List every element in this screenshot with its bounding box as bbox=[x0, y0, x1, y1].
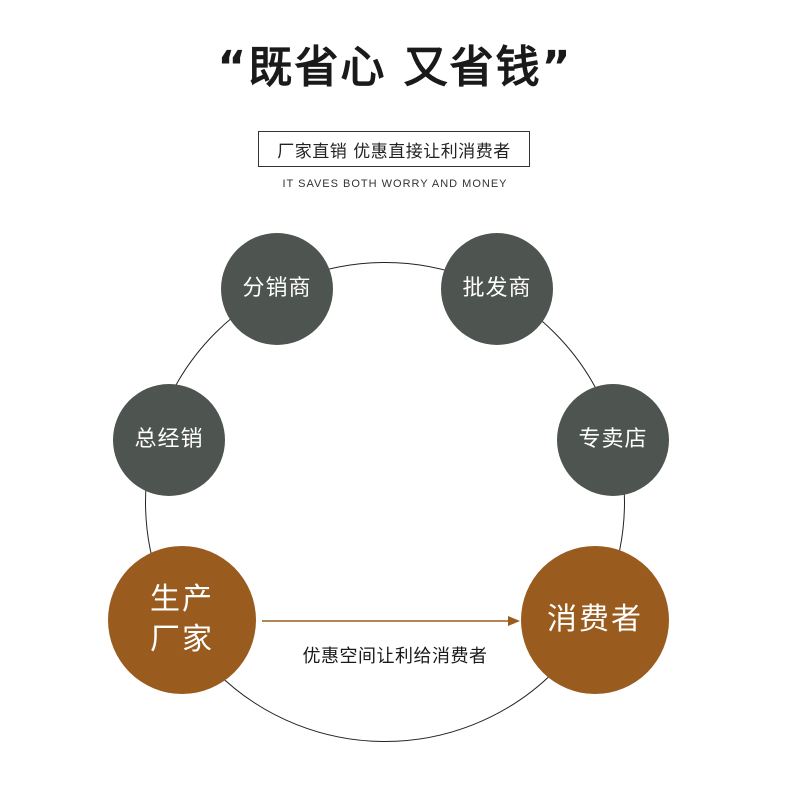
subtitle-text: 厂家直销 优惠直接让利消费者 bbox=[277, 141, 511, 162]
node-distributor-label: 分销商 bbox=[242, 276, 312, 302]
distribution-ring bbox=[145, 262, 625, 742]
headline-title: “既省心 又省钱” bbox=[217, 42, 573, 93]
node-specialty-store-label: 专卖店 bbox=[578, 427, 648, 453]
node-consumer: 消费者 bbox=[521, 546, 669, 694]
subtitle-box: 厂家直销 优惠直接让利消费者 bbox=[258, 131, 530, 167]
node-distributor: 分销商 bbox=[221, 233, 333, 345]
node-general-agent: 总经销 bbox=[113, 384, 225, 496]
english-tagline: IT SAVES BOTH WORRY AND MONEY bbox=[282, 178, 508, 190]
node-wholesaler-label: 批发商 bbox=[462, 276, 532, 302]
node-consumer-label: 消费者 bbox=[547, 601, 643, 637]
arrow-label: 优惠空间让利给消费者 bbox=[302, 646, 488, 667]
node-specialty-store: 专卖店 bbox=[557, 384, 669, 496]
node-manufacturer: 生产 厂家 bbox=[108, 546, 256, 694]
node-manufacturer-label: 生产 厂家 bbox=[150, 581, 214, 658]
node-general-agent-label: 总经销 bbox=[134, 427, 204, 453]
node-wholesaler: 批发商 bbox=[441, 233, 553, 345]
arrow-manufacturer-to-consumer bbox=[262, 616, 520, 626]
